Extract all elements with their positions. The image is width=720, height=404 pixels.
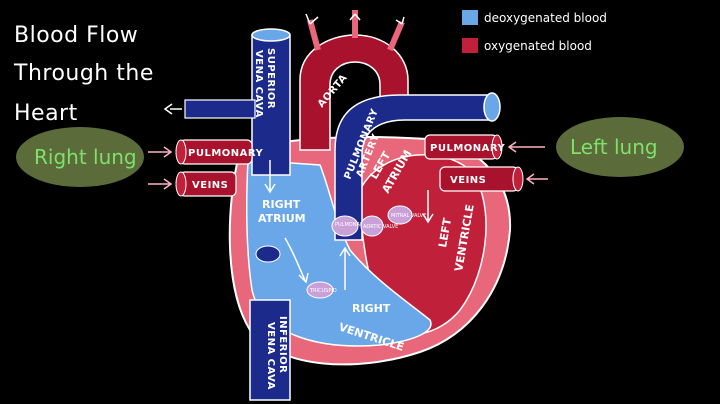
mitral-valve-label: MITRAL VALVE (391, 213, 426, 219)
svc-label-1: SUPERIOR (265, 48, 276, 109)
right-lung-label: Right lung (34, 145, 137, 169)
pulmonary-valve-label: PULMONARY VALVE (335, 222, 383, 228)
svc-label-2: VENA CAVA (253, 50, 264, 118)
left-lung: Left lung (556, 117, 684, 177)
ivc-label-2: VENA CAVA (265, 322, 276, 390)
legend-label-oxygenated: oxygenated blood (484, 39, 592, 53)
aortic-valve-label: AORTIC VALVE (363, 224, 398, 230)
arrow-icon (284, 237, 309, 284)
legend-swatch-deoxygenated (462, 10, 478, 25)
svc-opening (251, 28, 291, 42)
aorta (299, 34, 409, 151)
right-heart-chambers (246, 159, 432, 347)
title-line-3: Heart (14, 101, 78, 126)
arrow-icon (349, 13, 361, 21)
arrow-icon (163, 103, 182, 115)
right-atrium-label-1: RIGHT (262, 198, 301, 211)
legend-swatch-oxygenated (462, 38, 478, 53)
tricuspid-valve: TRICUSPID (306, 281, 337, 299)
arrow-icon (422, 190, 434, 224)
title-line-1: Blood Flow (14, 23, 138, 48)
arrow-icon (339, 246, 351, 290)
right-ventricle-label-1: RIGHT (352, 302, 391, 315)
arrow-icon (395, 16, 405, 25)
left-pulmonary-label: PULMONARY (430, 143, 506, 154)
arrow-icon (525, 173, 548, 185)
legend: deoxygenated blood oxygenated blood (462, 10, 607, 53)
ivc-label-1: INFERIOR (277, 316, 288, 373)
brachiocephalic-vein (184, 99, 256, 119)
tricuspid-valve-label: TRICUSPID (309, 288, 337, 294)
aorta-branch-3 (387, 20, 405, 52)
right-pulmonary-label: PULMONARY (188, 148, 264, 159)
title-line-2: Through the (13, 61, 154, 86)
arrow-icon (264, 160, 276, 194)
right-atrium-label-2: ATRIUM (258, 212, 306, 225)
left-veins-label: VEINS (450, 175, 486, 186)
right-lung: Right lung (16, 127, 144, 187)
arrow-icon (148, 178, 173, 190)
arrow-icon (148, 146, 173, 158)
aortic-valve: AORTIC VALVE (360, 215, 398, 237)
left-pulmonary-veins: PULMONARY VEINS (424, 134, 548, 192)
inferior-vena-cava (249, 299, 291, 401)
left-lung-label: Left lung (570, 135, 658, 159)
pulmonary-artery-opening (483, 92, 501, 122)
left-ventricle-label-1: LEFT (436, 217, 454, 249)
pulmonary-valve: PULMONARY VALVE (331, 215, 383, 237)
legend-label-deoxygenated: deoxygenated blood (484, 11, 607, 25)
arrow-icon (507, 141, 545, 153)
title-block: Blood Flow Through the Heart (13, 23, 154, 126)
right-pulmonary-veins: PULMONARY VEINS (148, 139, 264, 197)
arrow-icon (305, 13, 319, 25)
aorta-branch-1 (307, 19, 321, 51)
mitral-valve: MITRAL VALVE (387, 205, 426, 225)
right-veins-label: VEINS (192, 180, 228, 191)
ivc-opening (255, 245, 281, 263)
